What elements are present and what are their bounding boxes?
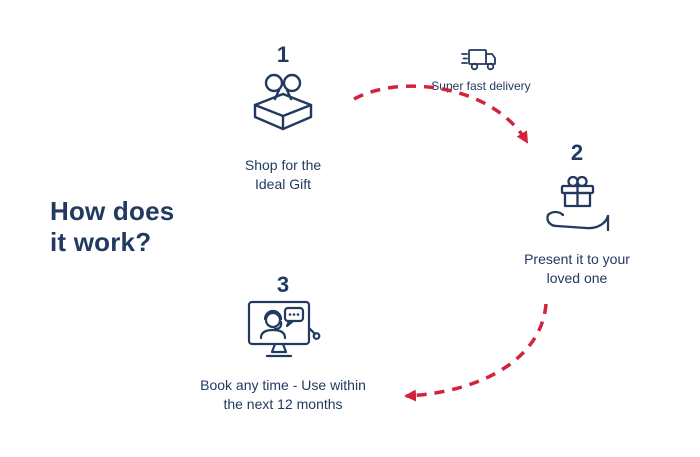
step-3-label: Book any time - Use within the next 12 m… [200,377,366,412]
arrow-step2-to-step3 [404,303,548,402]
delivery-truck-icon [461,46,501,74]
gift-box-icon [245,72,321,136]
hand-holding-gift-icon [542,174,612,232]
step-1-number: 1 [276,42,290,67]
step-1-label: Shop for the Ideal Gift [244,157,322,192]
step-2-label: Present it to your loved one [524,251,630,286]
step-3: 3 [188,272,378,414]
step-2: 2 Present it to your loved one [502,140,652,288]
arrow-step1-to-step2 [353,84,529,144]
step-1: 1 Shop for the Ideal Gift [213,42,353,194]
delivery-badge: Super fast delivery [418,46,544,93]
step-2-number: 2 [570,140,584,165]
delivery-label: Super fast delivery [431,79,531,93]
page-title: How does it work? [50,196,175,257]
support-agent-monitor-icon [243,300,323,364]
step-3-number: 3 [276,272,290,297]
